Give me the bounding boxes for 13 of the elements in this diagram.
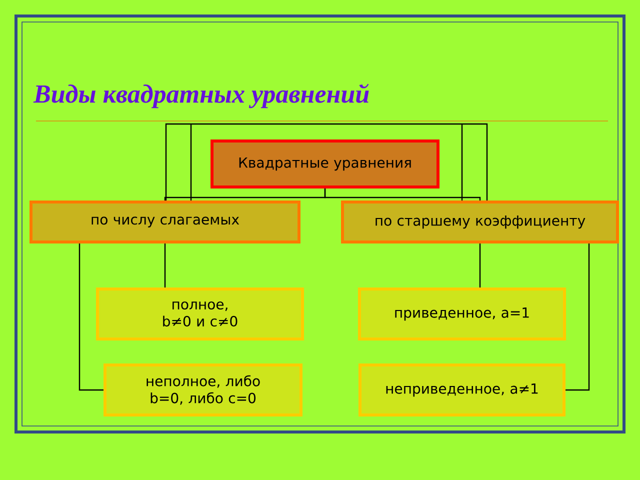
- category-box: по старшему коэффициенту: [341, 200, 619, 244]
- connector-line: [324, 188, 481, 200]
- type-box: полное, b≠0 и c≠0: [96, 288, 304, 340]
- connector-line: [78, 244, 104, 391]
- connector-line: [479, 244, 481, 288]
- connector-line: [164, 244, 166, 288]
- title: Виды квадратных уравнений: [33, 84, 369, 108]
- type-box: неполное, либо b=0, либо c=0: [104, 364, 302, 416]
- category-box: по числу слагаемых: [30, 200, 300, 244]
- type-box: приведенное, a=1: [358, 288, 566, 340]
- type-box: неприведенное, a≠1: [358, 364, 566, 416]
- root-box: Квадратные уравнения: [210, 140, 440, 188]
- connector-line: [566, 244, 590, 391]
